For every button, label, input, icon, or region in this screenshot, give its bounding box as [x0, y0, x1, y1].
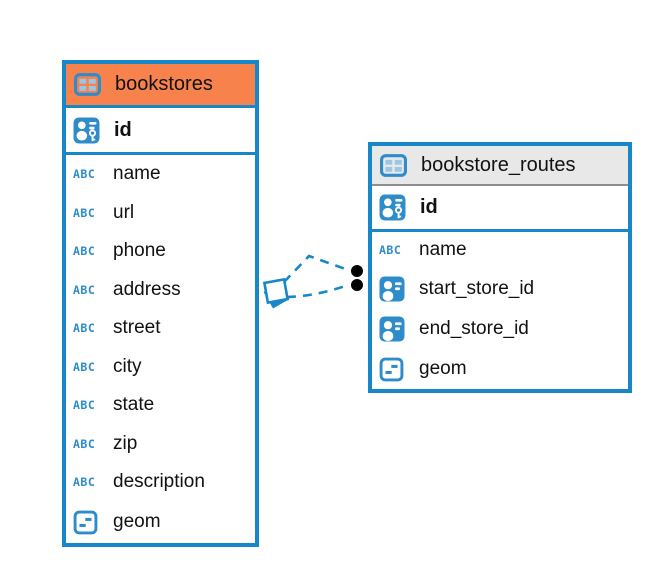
- column-row-name[interactable]: ABC name: [66, 155, 255, 194]
- column-name: geom: [419, 358, 467, 380]
- text-type-icon: ABC: [73, 282, 96, 297]
- column-row-city[interactable]: ABC city: [66, 348, 255, 387]
- text-type-icon: ABC: [73, 359, 96, 374]
- table-bookstore-routes[interactable]: bookstore_routes id ABC name: [368, 142, 632, 393]
- column-name: start_store_id: [419, 277, 535, 299]
- column-row-start-store-id[interactable]: start_store_id: [372, 269, 628, 310]
- column-row-url[interactable]: ABC url: [66, 194, 255, 233]
- geometry-type-icon: [73, 510, 105, 535]
- relationship-diamond-marker: [262, 277, 290, 309]
- text-type-icon: ABC: [73, 475, 96, 490]
- column-row-geom[interactable]: geom: [66, 502, 255, 544]
- foreign-key-icon: [379, 316, 411, 342]
- column-row-description[interactable]: ABC description: [66, 463, 255, 502]
- pk-column-name: id: [114, 118, 132, 141]
- table-title: bookstores: [115, 73, 213, 95]
- pk-row-id[interactable]: id: [66, 108, 255, 155]
- column-name: geom: [113, 511, 161, 533]
- column-row-street[interactable]: ABC street: [66, 309, 255, 348]
- column-row-state[interactable]: ABC state: [66, 386, 255, 425]
- column-row-phone[interactable]: ABC phone: [66, 232, 255, 271]
- text-type-icon: ABC: [379, 243, 402, 258]
- column-name: phone: [113, 240, 166, 262]
- pk-column-name: id: [420, 196, 438, 218]
- table-header-bookstores[interactable]: bookstores: [66, 64, 255, 108]
- geometry-type-icon: [379, 357, 411, 382]
- column-row-end-store-id[interactable]: end_store_id: [372, 309, 628, 350]
- relationship-line-end-store: [286, 282, 352, 299]
- column-name: name: [419, 239, 467, 261]
- column-row-geom[interactable]: geom: [372, 350, 628, 390]
- column-name: end_store_id: [419, 318, 529, 340]
- column-name: street: [113, 317, 161, 339]
- table-bookstores[interactable]: bookstores id ABC name ABC url ABC phone: [62, 60, 259, 547]
- relationship-dot-markers: [349, 263, 365, 293]
- table-header-bookstore-routes[interactable]: bookstore_routes: [372, 146, 628, 186]
- text-type-icon: ABC: [73, 244, 96, 259]
- column-row-address[interactable]: ABC address: [66, 271, 255, 310]
- foreign-key-icon: [379, 276, 411, 302]
- text-type-icon: ABC: [73, 167, 96, 182]
- table-icon: [380, 153, 412, 177]
- column-name: city: [113, 355, 142, 377]
- text-type-icon: ABC: [73, 436, 96, 451]
- relationship-line-start-store: [283, 254, 352, 283]
- primary-key-icon: [379, 194, 411, 221]
- table-icon: [74, 73, 106, 96]
- text-type-icon: ABC: [73, 398, 96, 413]
- column-name: name: [113, 163, 161, 185]
- column-name: zip: [113, 432, 138, 454]
- column-row-name[interactable]: ABC name: [372, 232, 628, 269]
- column-name: url: [113, 201, 135, 223]
- text-type-icon: ABC: [73, 321, 96, 336]
- text-type-icon: ABC: [73, 205, 96, 220]
- pk-row-id[interactable]: id: [372, 186, 628, 232]
- column-name: address: [113, 278, 181, 300]
- column-name: state: [113, 394, 155, 416]
- table-title: bookstore_routes: [421, 153, 576, 176]
- column-name: description: [113, 471, 205, 493]
- primary-key-icon: [73, 117, 105, 144]
- column-row-zip[interactable]: ABC zip: [66, 425, 255, 464]
